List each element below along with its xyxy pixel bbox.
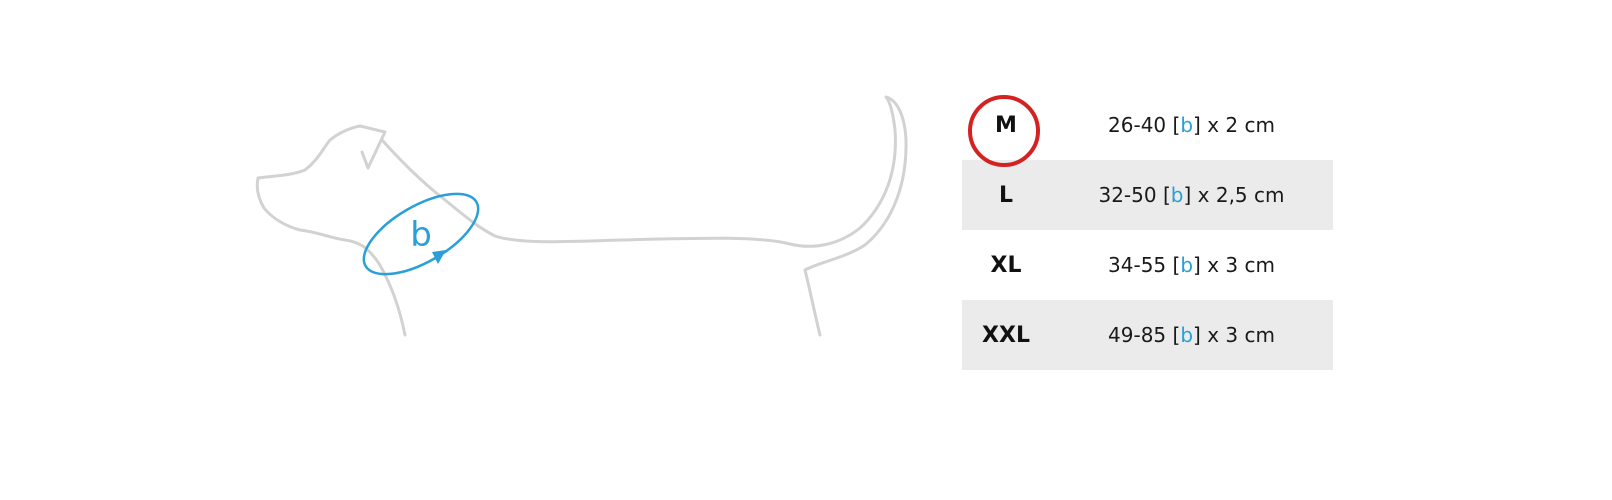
measure-label: b xyxy=(410,215,432,255)
size-label: L xyxy=(998,182,1014,208)
size-row-xl[interactable]: XL 34-55 [b] x 3 cm xyxy=(962,230,1333,300)
size-table: M 26-40 [b] x 2 cm L 32-50 [b] x 2,5 cm … xyxy=(962,90,1333,370)
size-value: 26-40 [b] x 2 cm xyxy=(1108,113,1275,137)
size-label: XXL xyxy=(982,322,1030,348)
arrow-icon xyxy=(432,250,446,264)
size-value: 49-85 [b] x 3 cm xyxy=(1108,323,1275,347)
size-label: XL xyxy=(990,252,1022,278)
selected-size-circle xyxy=(968,94,1040,167)
size-row-m[interactable]: M 26-40 [b] x 2 cm xyxy=(962,90,1333,167)
size-row-l[interactable]: L 32-50 [b] x 2,5 cm xyxy=(962,160,1333,230)
size-value: 34-55 [b] x 3 cm xyxy=(1108,253,1275,277)
size-value: 32-50 [b] x 2,5 cm xyxy=(1098,183,1285,207)
dog-silhouette xyxy=(255,95,908,337)
size-label: M xyxy=(962,94,1050,167)
collar-measure-ellipse xyxy=(362,192,480,276)
size-row-xxl[interactable]: XXL 49-85 [b] x 3 cm xyxy=(962,300,1333,370)
